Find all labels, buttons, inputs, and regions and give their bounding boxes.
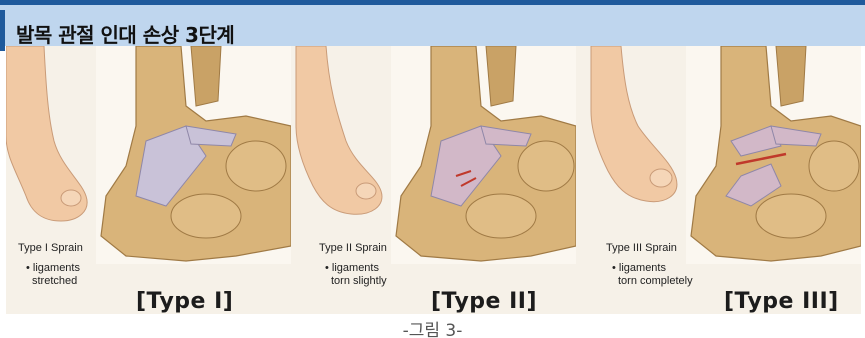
- sprain-desc-line1: • ligaments: [612, 262, 666, 275]
- sprain-desc-line2: torn completely: [618, 275, 693, 288]
- sprain-title: Type III Sprain: [606, 242, 677, 254]
- title-bar: 발목 관절 인대 손상 3단계: [0, 0, 865, 46]
- sprain-desc-line2: stretched: [32, 275, 77, 288]
- sprain-title: Type I Sprain: [18, 242, 83, 254]
- panel-type-2: Type II Sprain • ligaments torn slightly…: [291, 46, 576, 314]
- ankle-sprain-figure: Type I Sprain • ligaments stretched [Typ…: [6, 46, 861, 314]
- sprain-desc-line2: torn slightly: [331, 275, 387, 288]
- panel-type-1: Type I Sprain • ligaments stretched [Typ…: [6, 46, 291, 314]
- type-label: [Type II]: [431, 289, 537, 314]
- title-accent: [0, 10, 5, 51]
- type-label: [Type I]: [136, 289, 233, 314]
- sprain-desc-line1: • ligaments: [26, 262, 80, 275]
- type-label: [Type III]: [724, 289, 839, 314]
- figure-caption: -그림 3-: [0, 316, 865, 338]
- page-title: 발목 관절 인대 손상 3단계: [16, 19, 234, 48]
- panel-type-3: Type III Sprain • ligaments torn complet…: [576, 46, 861, 314]
- sprain-desc-line1: • ligaments: [325, 262, 379, 275]
- sprain-title: Type II Sprain: [319, 242, 387, 254]
